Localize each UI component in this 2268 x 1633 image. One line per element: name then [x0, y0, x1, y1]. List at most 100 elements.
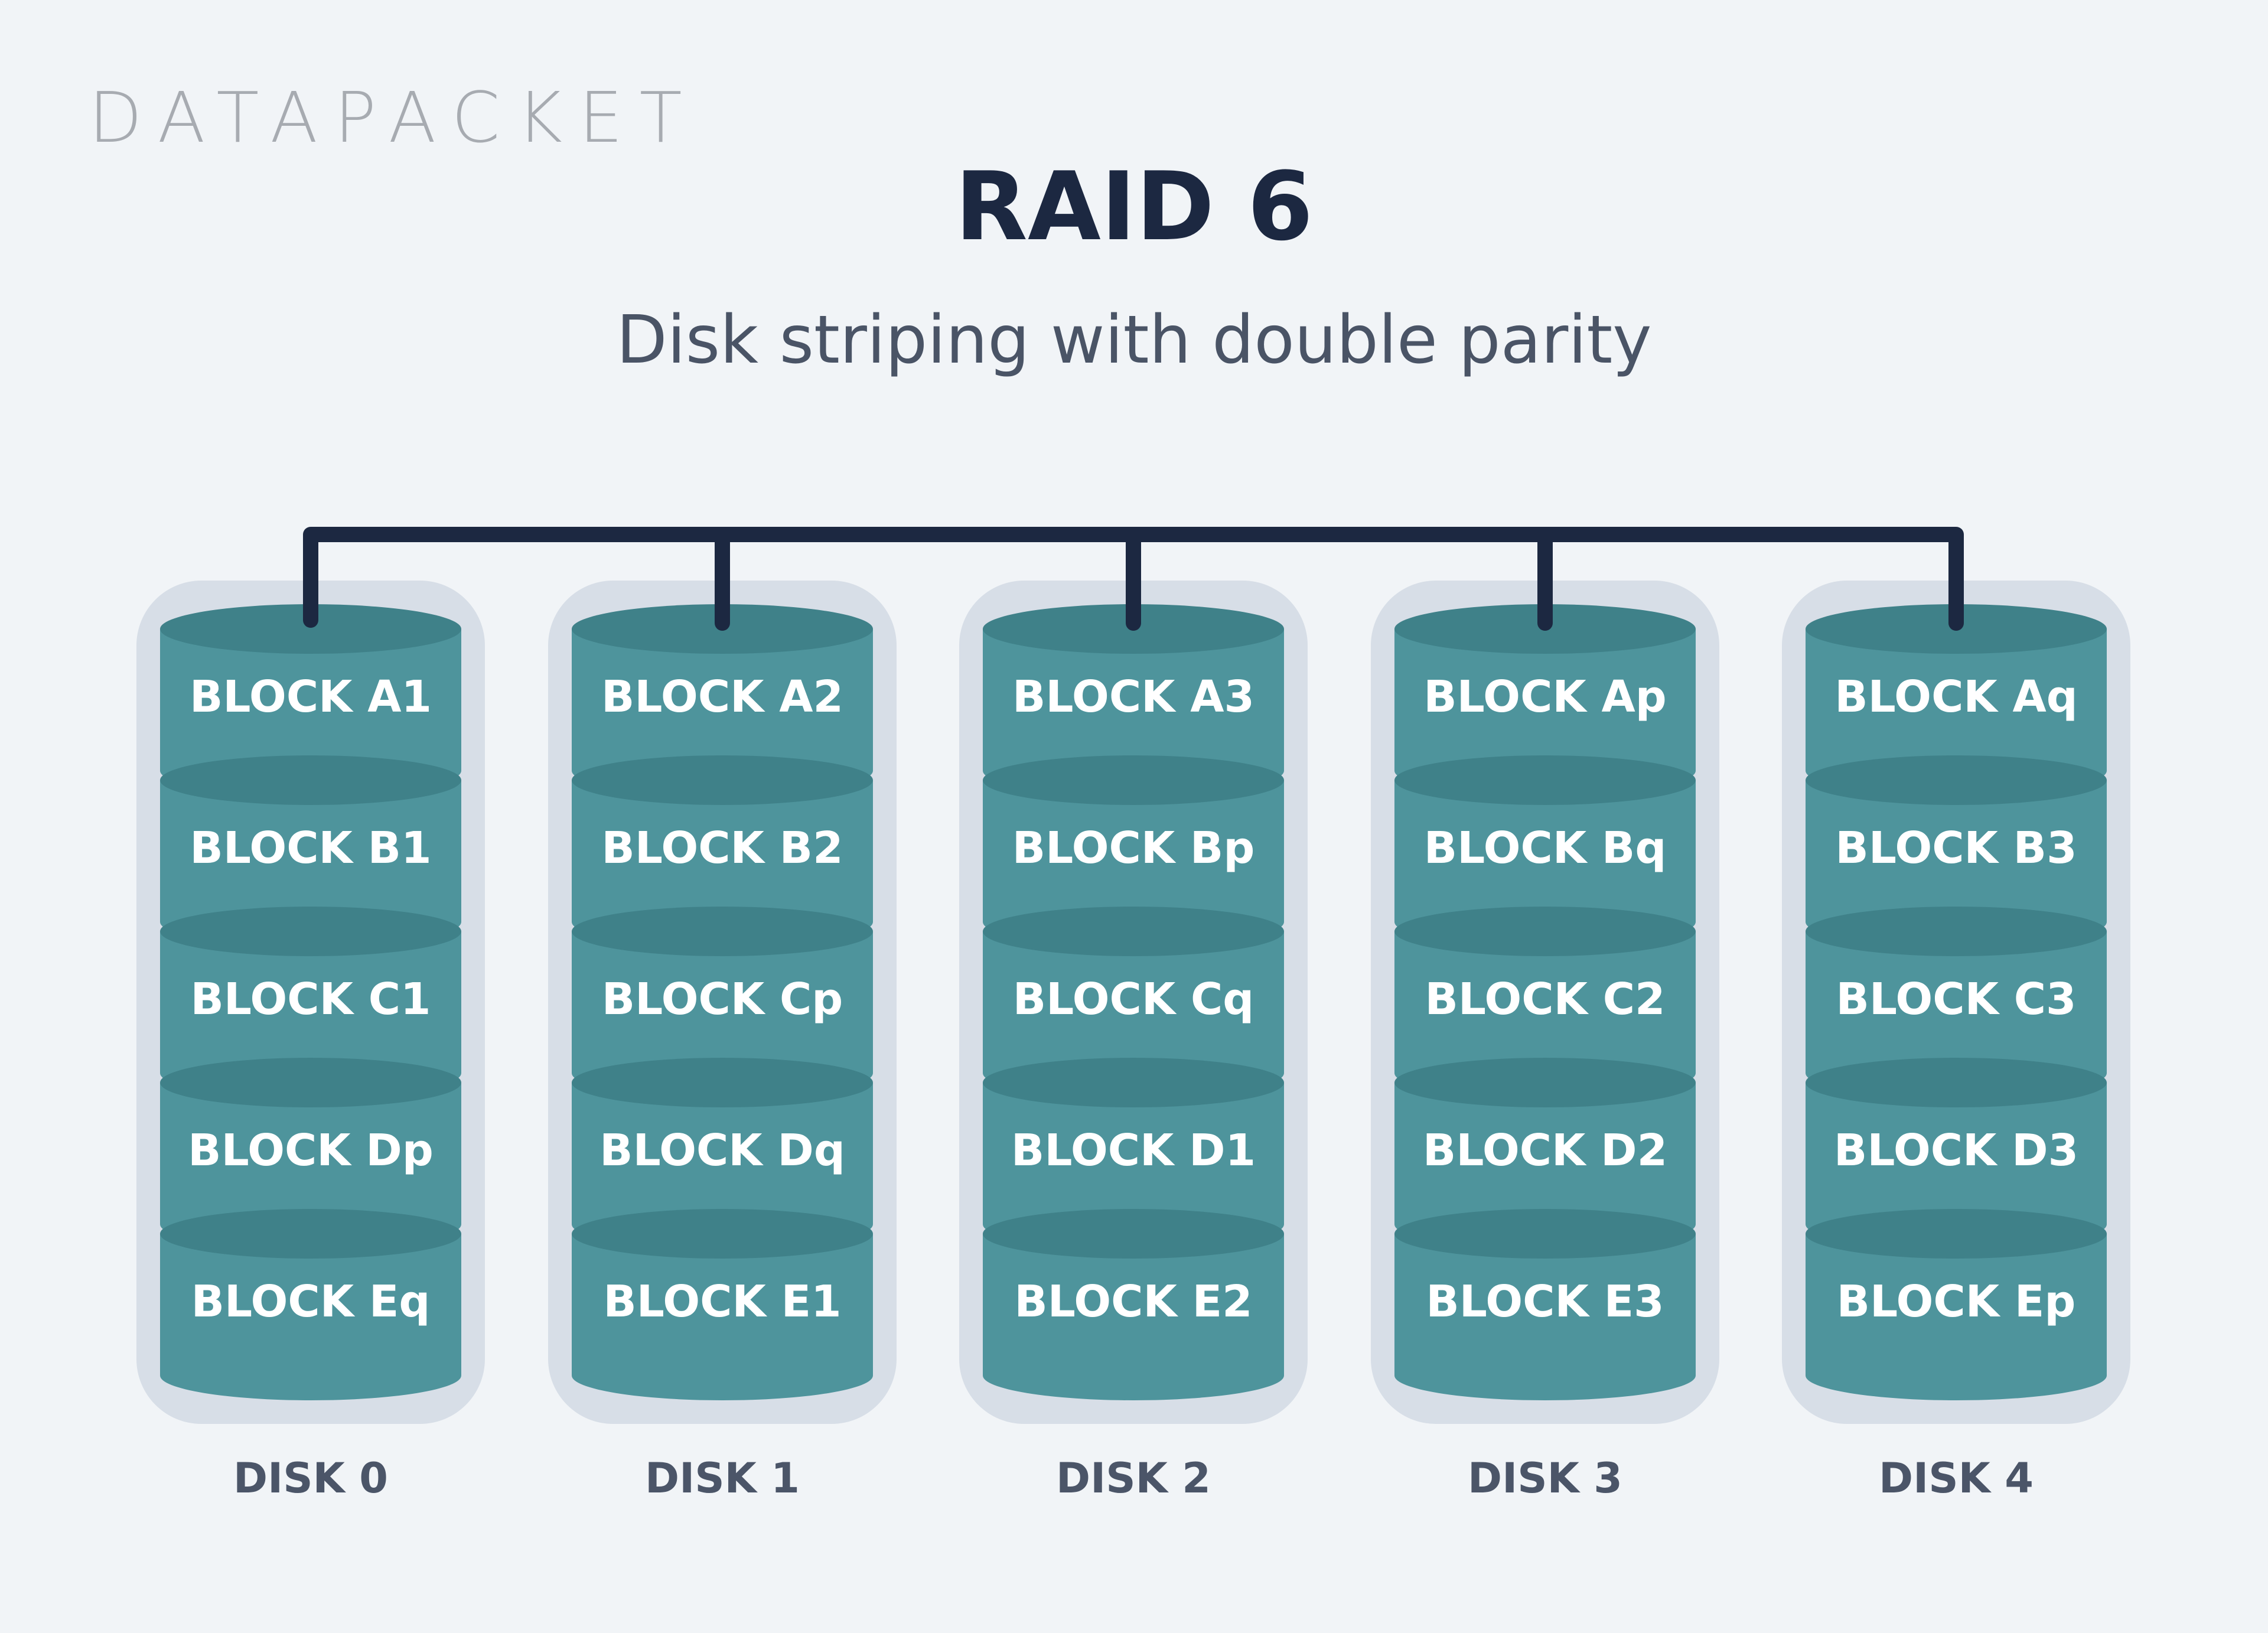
disk-stack: BLOCK A3 BLOCK Bp BLOCK Cq BLOCK D1 BLOCK E2: [983, 604, 1284, 1400]
block-body: [1394, 1083, 1696, 1249]
block-top: [1394, 1058, 1696, 1107]
block-label: BLOCK B2: [601, 823, 843, 873]
disk-stack: BLOCK Ap BLOCK Bq BLOCK C2 BLOCK D2 BLOCK E3: [1394, 604, 1696, 1400]
block-top: [160, 755, 461, 805]
disk-block: BLOCK Dp: [160, 1058, 461, 1249]
disk-stack: BLOCK Aq BLOCK B3 BLOCK C3 BLOCK D3 BLOCK Ep: [1806, 604, 2107, 1400]
disk-stacks: BLOCK A1 BLOCK B1 BLOCK C1 BLOCK Dp BLOCK Eq…: [160, 604, 2107, 1400]
disk-label: DISK 2: [1056, 1454, 1211, 1502]
disk-block: BLOCK D1: [983, 1058, 1284, 1249]
disk-label: DISK 0: [233, 1454, 388, 1502]
block-body: [572, 780, 873, 947]
block-label: BLOCK C2: [1425, 974, 1665, 1025]
datapacket-logo: DATAPACKET: [89, 77, 699, 158]
disk-stack: BLOCK A1 BLOCK B1 BLOCK C1 BLOCK Dp BLOCK Eq: [160, 604, 461, 1400]
disk-block: BLOCK C3: [1806, 907, 2107, 1098]
block-label: BLOCK Cq: [1013, 974, 1254, 1025]
block-label: BLOCK A3: [1012, 672, 1254, 722]
disk-block: BLOCK Cp: [572, 907, 873, 1098]
block-label: BLOCK Dq: [599, 1125, 845, 1176]
disk-block: BLOCK D2: [1394, 1058, 1696, 1249]
disk-block: BLOCK C2: [1394, 907, 1696, 1098]
block-body: [1394, 629, 1696, 796]
block-label: BLOCK Ap: [1423, 672, 1666, 722]
raid-connector: [303, 527, 1964, 631]
block-top: [983, 907, 1284, 956]
block-body: [160, 931, 461, 1098]
block-label: BLOCK B3: [1835, 823, 2077, 873]
block-top: [1806, 907, 2107, 956]
block-label: BLOCK C1: [190, 974, 431, 1025]
block-body: [1394, 1234, 1696, 1400]
disk-block: BLOCK C1: [160, 907, 461, 1098]
block-label: BLOCK E2: [1014, 1276, 1252, 1327]
block-top: [1806, 755, 2107, 805]
block-body: [983, 1234, 1284, 1400]
block-label: BLOCK Ep: [1837, 1276, 2076, 1327]
block-top: [983, 1058, 1284, 1107]
block-body: [1806, 1083, 2107, 1249]
block-body: [983, 931, 1284, 1098]
block-body: [1806, 1234, 2107, 1400]
disk-block: BLOCK E1: [572, 1209, 873, 1400]
disk-block: BLOCK E2: [983, 1209, 1284, 1400]
block-body: [160, 629, 461, 796]
block-body: [983, 780, 1284, 947]
block-label: BLOCK Bq: [1424, 823, 1667, 873]
disk-block: BLOCK Aq: [1806, 604, 2107, 796]
block-top: [572, 755, 873, 805]
block-body: [983, 1083, 1284, 1249]
block-top: [160, 1058, 461, 1107]
block-body: [160, 780, 461, 947]
block-top: [160, 907, 461, 956]
block-body: [1806, 931, 2107, 1098]
block-label: BLOCK E3: [1426, 1276, 1664, 1327]
disk-block: BLOCK B3: [1806, 755, 2107, 947]
disk-label: DISK 4: [1879, 1454, 2034, 1502]
block-body: [572, 1234, 873, 1400]
block-top: [983, 1209, 1284, 1259]
disk-block: BLOCK Bp: [983, 755, 1284, 947]
disk-block: BLOCK Dq: [572, 1058, 873, 1249]
block-label: BLOCK D2: [1423, 1125, 1667, 1176]
block-label: BLOCK B1: [190, 823, 431, 873]
block-top: [572, 907, 873, 956]
block-body: [1394, 780, 1696, 947]
block-top: [1394, 755, 1696, 805]
disk-block: BLOCK B1: [160, 755, 461, 947]
block-label: BLOCK Eq: [191, 1276, 431, 1327]
block-top: [1394, 907, 1696, 956]
disk-block: BLOCK Ep: [1806, 1209, 2107, 1400]
disk-label: DISK 3: [1468, 1454, 1622, 1502]
block-body: [160, 1083, 461, 1249]
block-label: BLOCK Cp: [602, 974, 843, 1025]
block-top: [572, 1058, 873, 1107]
disk-block: BLOCK D3: [1806, 1058, 2107, 1249]
block-label: BLOCK Bp: [1012, 823, 1255, 873]
disk-block: BLOCK A1: [160, 604, 461, 796]
disk-block: BLOCK B2: [572, 755, 873, 947]
block-label: BLOCK C3: [1836, 974, 2076, 1025]
block-body: [160, 1234, 461, 1400]
block-label: BLOCK Aq: [1834, 672, 2077, 722]
block-label: BLOCK A1: [190, 672, 432, 722]
block-body: [1394, 931, 1696, 1098]
block-top: [160, 604, 461, 654]
disk-block: BLOCK Bq: [1394, 755, 1696, 947]
block-label: BLOCK D3: [1834, 1125, 2078, 1176]
disk-block: BLOCK E3: [1394, 1209, 1696, 1400]
block-label: BLOCK Dp: [188, 1125, 434, 1176]
block-body: [1806, 629, 2107, 796]
block-body: [1806, 780, 2107, 947]
block-body: [572, 629, 873, 796]
block-label: BLOCK D1: [1011, 1125, 1256, 1176]
block-top: [1394, 1209, 1696, 1259]
block-body: [983, 629, 1284, 796]
diagram-title: RAID 6: [954, 151, 1314, 262]
block-label: BLOCK E1: [603, 1276, 841, 1327]
block-top: [572, 1209, 873, 1259]
block-body: [572, 1083, 873, 1249]
